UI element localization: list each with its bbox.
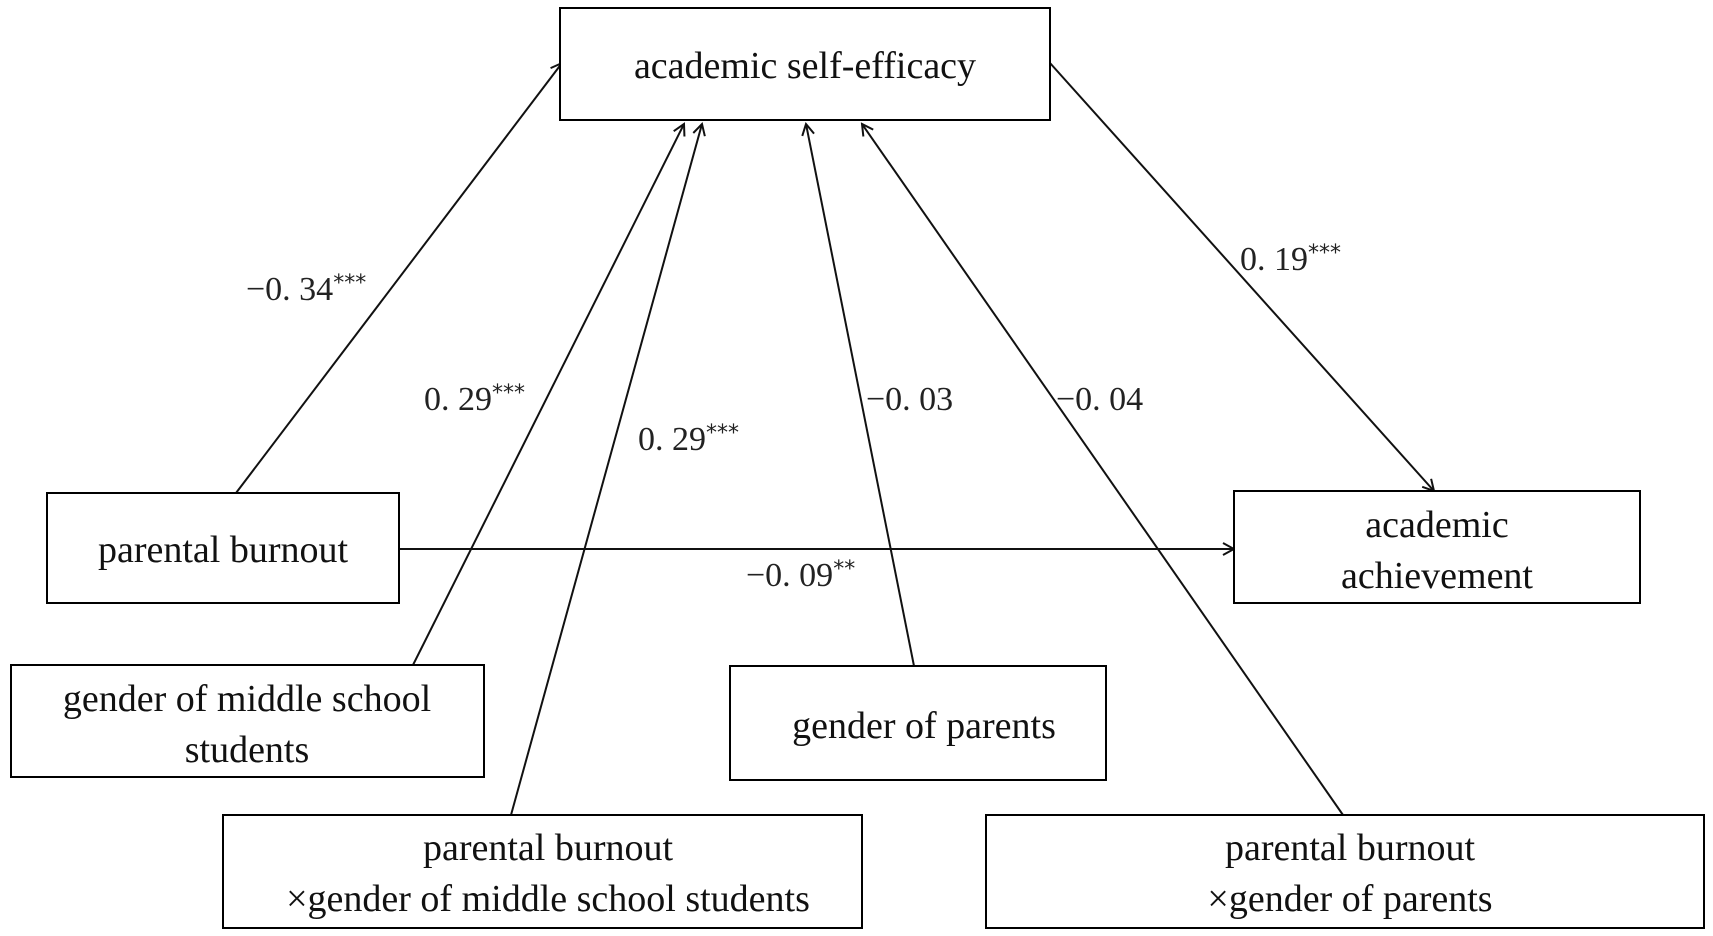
- node-label: gender of parents: [792, 705, 1056, 747]
- coef-burnout-to-achievement: −0. 09**: [746, 557, 855, 594]
- coefficient-labels: −0. 34*** 0. 29*** 0. 29*** −0. 03 −0. 0…: [246, 241, 1341, 594]
- node-student-gender: gender of middle school students: [10, 664, 485, 778]
- node-academic-achievement: academic achievement: [1233, 490, 1641, 604]
- node-label: parental burnout: [98, 529, 349, 571]
- coef-student-gender-to-efficacy: 0. 29***: [424, 381, 525, 418]
- node-burnout-x-student-gender: parental burnout ×gender of middle schoo…: [222, 814, 863, 929]
- edges: [235, 62, 1434, 816]
- edge-interaction-parent-to-efficacy: [862, 124, 1344, 816]
- coef-parent-gender-to-efficacy: −0. 03: [866, 381, 953, 418]
- coef-efficacy-to-achievement: 0. 19***: [1240, 241, 1341, 278]
- node-burnout-x-parent-gender: parental burnout ×gender of parents: [985, 814, 1705, 929]
- coef-burnout-to-efficacy: −0. 34***: [246, 271, 366, 308]
- coef-interaction-student-to-efficacy: 0. 29***: [638, 421, 739, 458]
- edge-efficacy-to-achievement: [1049, 62, 1434, 491]
- node-parental-burnout: parental burnout: [46, 492, 400, 604]
- edge-interaction-student-to-efficacy: [510, 124, 702, 816]
- coef-interaction-parent-to-efficacy: −0. 04: [1056, 381, 1143, 418]
- node-label-line1: parental burnout: [423, 827, 674, 869]
- node-academic-self-efficacy: academic self-efficacy: [559, 7, 1051, 121]
- node-label-line2: ×gender of middle school students: [286, 878, 810, 920]
- edge-burnout-to-efficacy: [235, 63, 562, 494]
- node-label-line2: ×gender of parents: [1207, 878, 1492, 920]
- node-label-line1: parental burnout: [1225, 827, 1476, 869]
- node-label-line2: achievement: [1341, 555, 1533, 597]
- node-label: academic self-efficacy: [634, 45, 976, 87]
- edge-student-gender-to-efficacy: [412, 124, 684, 666]
- edge-parent-gender-to-efficacy: [806, 124, 915, 667]
- node-label-line1: gender of middle school: [63, 678, 431, 720]
- node-label-line2: students: [185, 729, 310, 771]
- node-parent-gender: gender of parents: [729, 665, 1107, 781]
- node-label-line1: academic: [1365, 504, 1508, 546]
